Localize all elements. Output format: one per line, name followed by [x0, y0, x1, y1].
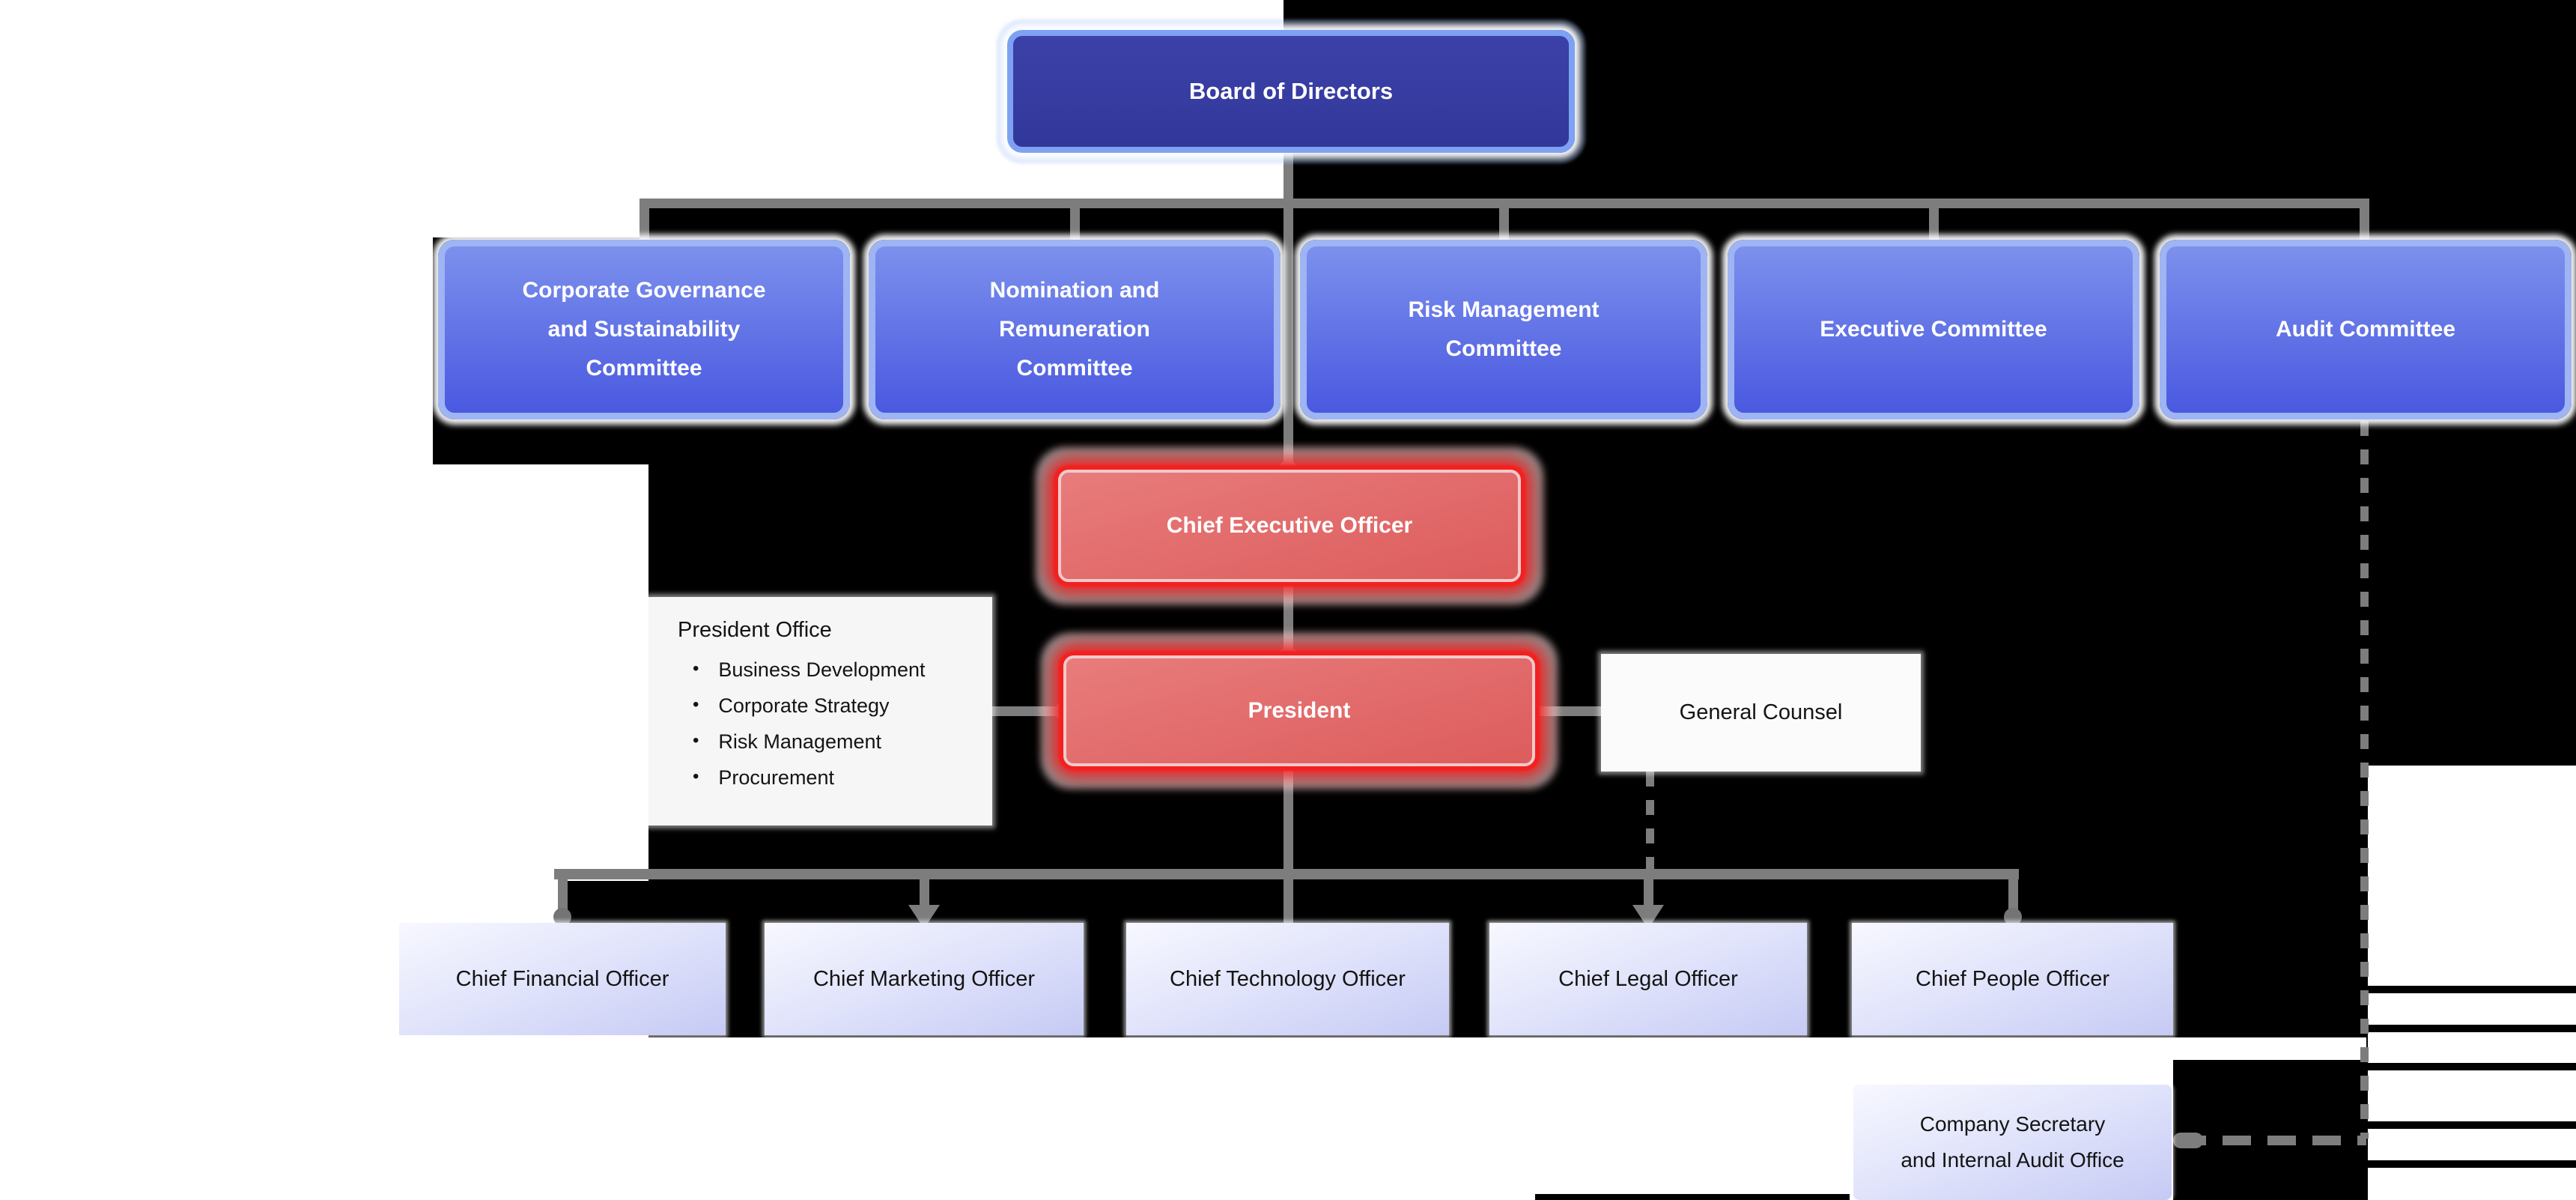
bg-region-left-column — [0, 199, 433, 464]
org-node-cmo: Chief Marketing Officer — [765, 923, 1084, 1035]
president-office-item: Procurement — [718, 766, 834, 789]
officer-label: Chief Technology Officer — [1170, 966, 1406, 991]
bg-region-bottom-band-upper — [648, 1037, 2366, 1060]
connector-drop-committee-1 — [640, 199, 649, 247]
connector-president-drop — [1284, 766, 1293, 871]
divider-line — [2368, 1160, 2576, 1168]
bullet-icon: • — [693, 694, 699, 715]
bullet-icon: • — [693, 730, 699, 751]
org-node-clo: Chief Legal Officer — [1489, 923, 1807, 1035]
connector-president-office — [992, 706, 1067, 716]
connector-drop-committee-4 — [1929, 199, 1939, 247]
org-node-general-counsel: General Counsel — [1601, 654, 1921, 772]
connector-drop-committee-2 — [1070, 199, 1080, 247]
president-office-item: Risk Management — [718, 730, 882, 753]
company-secretary-label: Company Secretary and Internal Audit Off… — [1901, 1112, 2124, 1172]
president-label: President — [1248, 698, 1351, 723]
committee-label: Corporate Governance and Sustainability … — [522, 278, 766, 381]
divider-line — [2368, 1121, 2576, 1129]
officer-label: Chief People Officer — [1916, 966, 2109, 991]
officer-label: Chief Legal Officer — [1558, 966, 1738, 991]
divider-line — [2368, 1063, 2576, 1070]
officer-label: Chief Financial Officer — [455, 966, 669, 991]
connector-board-drop — [1284, 151, 1293, 204]
bullet-icon: • — [693, 766, 699, 787]
president-office-item: Corporate Strategy — [718, 694, 890, 717]
connector-drop-committee-3 — [1499, 199, 1509, 247]
org-node-nomination-remuneration-committee: Nomination and Remuneration Committee — [869, 240, 1281, 419]
bg-region-left-bottom — [0, 464, 648, 1200]
general-counsel-label: General Counsel — [1679, 700, 1843, 724]
officer-label: Chief Marketing Officer — [812, 966, 1036, 991]
president-office-item: Business Development — [718, 658, 926, 681]
divider-line — [2368, 986, 2576, 993]
connector-dashed-audit-horizontal — [2178, 1136, 2366, 1145]
connector-ceo-president — [1284, 582, 1293, 653]
bullet-icon: • — [693, 658, 699, 679]
org-node-cto: Chief Technology Officer — [1126, 923, 1449, 1035]
org-node-corporate-governance-committee: Corporate Governance and Sustainability … — [438, 240, 850, 419]
committee-label: Audit Committee — [2276, 317, 2455, 342]
bottom-edge-bar — [1535, 1194, 1850, 1200]
connector-drop-cmo — [920, 869, 929, 908]
org-node-risk-management-committee: Risk Management Committee — [1300, 240, 1707, 419]
president-office-title: President Office — [678, 618, 832, 642]
board-label: Board of Directors — [1188, 78, 1394, 104]
org-node-cpo: Chief People Officer — [1852, 923, 2173, 1035]
bg-region-right-panel — [2368, 766, 2576, 1200]
connector-dashed-audit-vertical — [2360, 421, 2369, 1139]
org-node-audit-committee: Audit Committee — [2160, 240, 2572, 419]
org-node-president: President — [1063, 655, 1535, 766]
connector-ceo-drop — [1284, 199, 1293, 468]
connector-drop-committee-5 — [2360, 199, 2369, 247]
org-node-ceo: Chief Executive Officer — [1058, 470, 1521, 582]
connector-dash-cap — [2173, 1133, 2203, 1148]
committee-label: Nomination and Remuneration Committee — [989, 278, 1160, 381]
divider-line — [2368, 1025, 2576, 1032]
committee-label: Executive Committee — [1820, 317, 2047, 342]
connector-dashed-counsel-legal — [1646, 772, 1654, 873]
connector-drop-clo — [1644, 869, 1653, 908]
connector-drop-cto — [1284, 869, 1293, 924]
org-node-cfo: Chief Financial Officer — [399, 923, 726, 1035]
org-node-board-of-directors: Board of Directors — [1007, 30, 1575, 153]
connector-president-counsel — [1530, 706, 1603, 716]
bg-region-elbow-strip — [433, 199, 648, 237]
trunk2-shadow — [568, 881, 2020, 926]
org-node-company-secretary: Company Secretary and Internal Audit Off… — [1853, 1085, 2172, 1200]
ceo-label: Chief Executive Officer — [1166, 513, 1413, 538]
org-node-executive-committee: Executive Committee — [1728, 240, 2139, 419]
president-office-panel: President Office • Business Development … — [648, 597, 992, 825]
trunk1-shadow — [646, 207, 2576, 234]
committee-label: Risk Management Committee — [1408, 297, 1600, 361]
